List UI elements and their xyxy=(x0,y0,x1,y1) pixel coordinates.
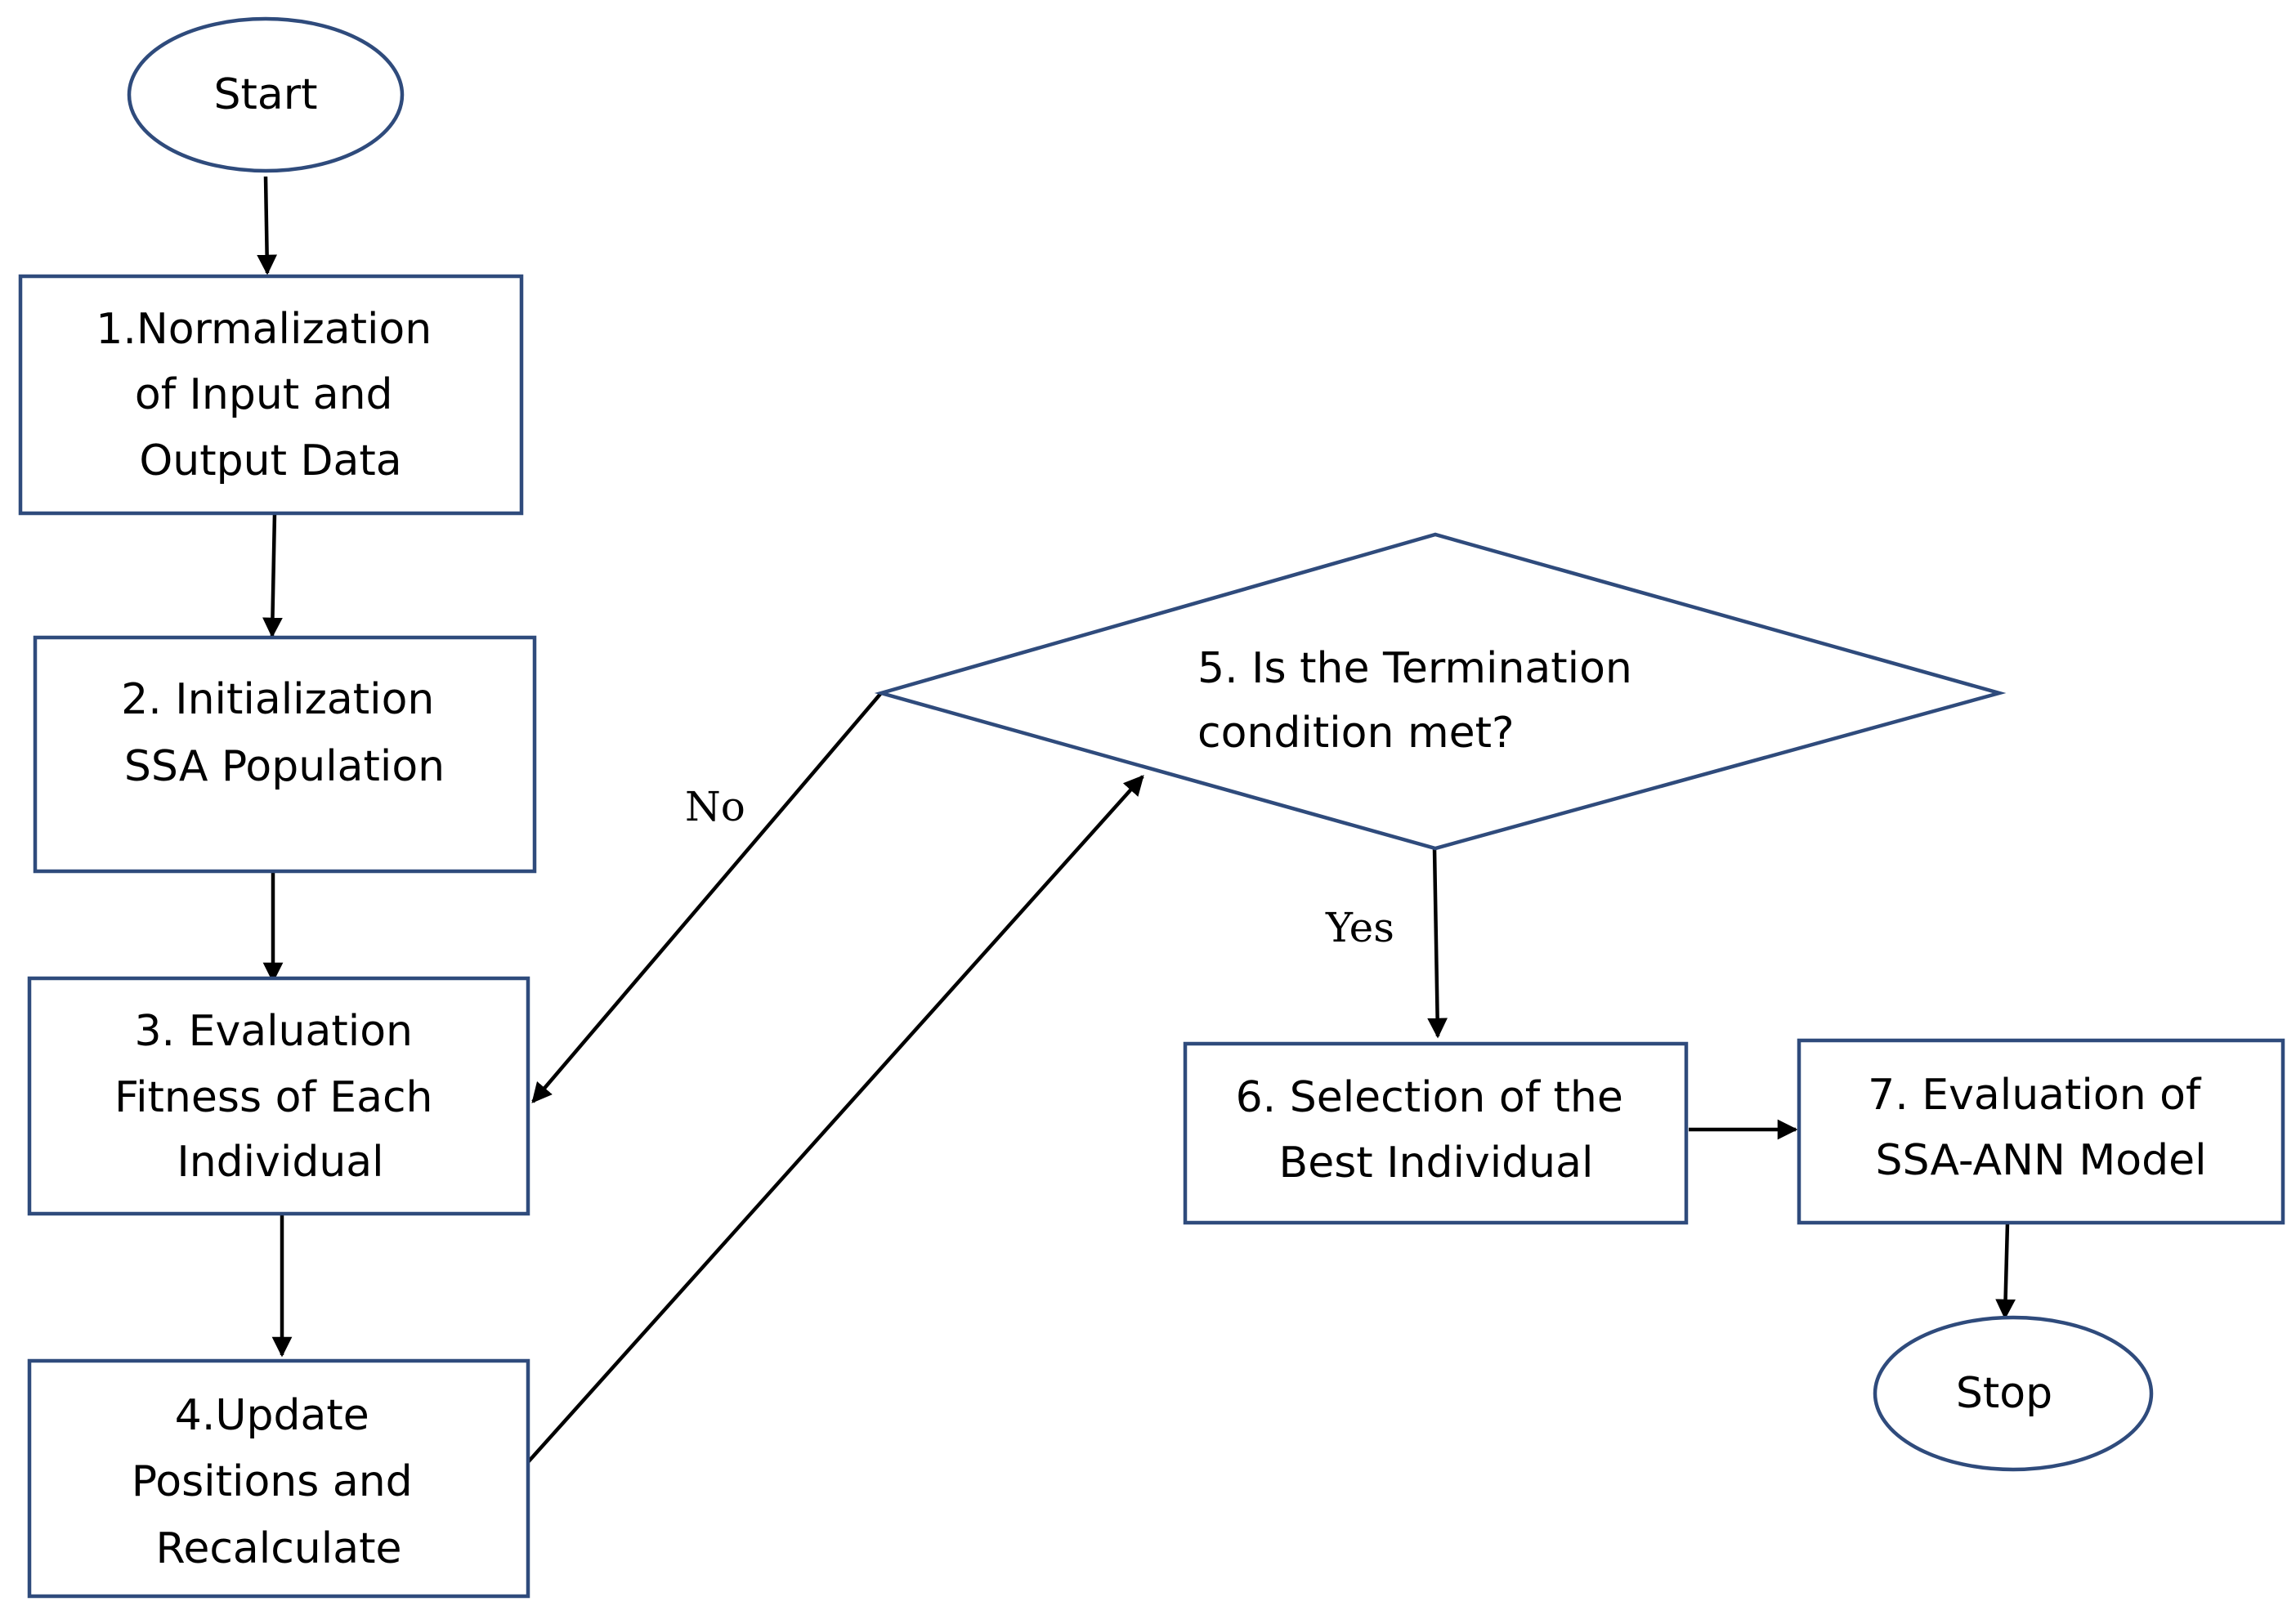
step5-decision-diamond: 5. Is the Termination condition met? xyxy=(874,532,2007,851)
svg-text:1.Normalization of Input: 1.Normalization of Input and Output Data xyxy=(96,305,445,485)
step2-line-1: 2. Initialization xyxy=(121,675,434,724)
step6-line-1: 6. Selection of the xyxy=(1236,1073,1623,1122)
arrow-step5-no-to-step3 xyxy=(531,691,883,1103)
svg-text:4.Update Positions and: 4.Update Positions and Recalculate xyxy=(132,1391,426,1573)
step1-normalization-box: 1.Normalization of Input and Output Data xyxy=(18,274,524,516)
arrow-step7-to-stop xyxy=(1995,1222,2016,1320)
arrow-start-to-step1 xyxy=(257,176,277,275)
step4-line-1: 4.Update xyxy=(175,1391,369,1440)
svg-text:7. Evaluation of SSA-ANN: 7. Evaluation of SSA-ANN Model xyxy=(1868,1071,2214,1185)
step6-line-2: Best Individual xyxy=(1279,1139,1594,1188)
step5-line-2: condition met? xyxy=(1197,709,1515,758)
step4-line-3: Recalculate xyxy=(156,1524,402,1573)
step3-evaluation-box: 3. Evaluation Fitness of Each Individual xyxy=(27,976,530,1216)
step3-line-2: Fitness of Each xyxy=(114,1073,433,1122)
svg-text:3. Evaluation Fitness of: 3. Evaluation Fitness of Each Individual xyxy=(114,1007,446,1187)
svg-text:6. Selection of the Best: 6. Selection of the Best Individual xyxy=(1236,1073,1637,1188)
arrow-step4-to-step5 xyxy=(526,775,1144,1465)
start-terminal: Start xyxy=(127,16,405,173)
step2-initialization-box: 2. Initialization SSA Population xyxy=(33,635,537,874)
start-label: Start xyxy=(213,70,317,119)
edge-label-yes: Yes xyxy=(1325,904,1394,951)
stop-label: Stop xyxy=(1956,1369,2052,1418)
arrow-step5-yes-to-step6 xyxy=(1427,848,1448,1039)
step7-line-1: 7. Evaluation of xyxy=(1868,1071,2202,1120)
svg-text:5. Is the Termination co: 5. Is the Termination condition met? xyxy=(1197,644,1645,758)
edge-label-no: No xyxy=(685,783,745,830)
step6-selection-box: 6. Selection of the Best Individual xyxy=(1183,1041,1689,1225)
step3-line-1: 3. Evaluation xyxy=(134,1007,413,1056)
step1-line-1: 1.Normalization xyxy=(96,305,432,354)
step1-line-2: of Input and xyxy=(135,370,393,419)
edges xyxy=(257,176,2016,1465)
step3-line-3: Individual xyxy=(177,1138,383,1187)
step7-line-2: SSA-ANN Model xyxy=(1875,1136,2206,1185)
step2-line-2: SSA Population xyxy=(124,742,445,791)
step5-line-1: 5. Is the Termination xyxy=(1197,644,1632,693)
step7-evaluation-box: 7. Evaluation of SSA-ANN Model xyxy=(1797,1038,2285,1225)
step1-line-3: Output Data xyxy=(139,436,401,485)
stop-terminal: Stop xyxy=(1873,1315,2154,1472)
step4-update-box: 4.Update Positions and Recalculate xyxy=(27,1358,530,1599)
arrow-step1-to-step2 xyxy=(262,512,283,638)
step4-line-2: Positions and xyxy=(132,1457,413,1506)
svg-text:2. Initialization SSA Po: 2. Initialization SSA Population xyxy=(121,675,448,791)
